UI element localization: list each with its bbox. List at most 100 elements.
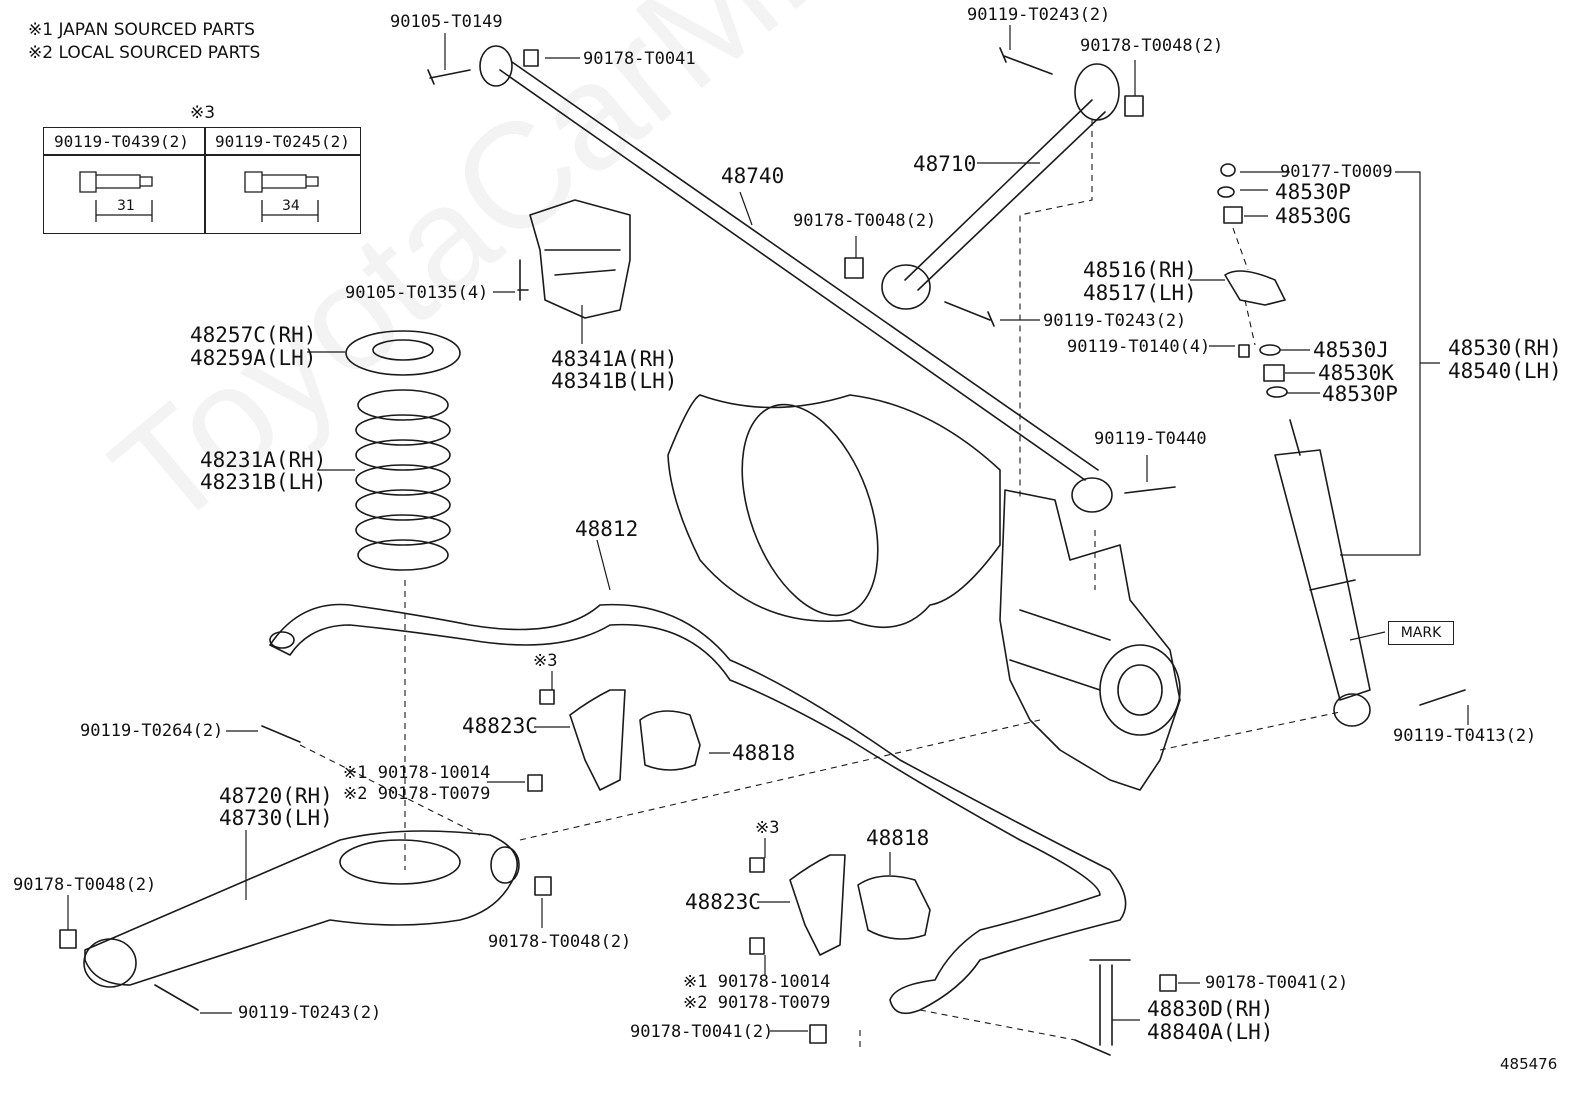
table-right-header: 90119-T0245(2) <box>215 132 350 151</box>
label-90178-T0048-top: 90178-T0048(2) <box>1080 36 1224 56</box>
shock-eye <box>1333 693 1371 727</box>
label-90119-T0413: 90119-T0413(2) <box>1393 726 1537 746</box>
bolt-90119-T0264 <box>261 725 301 743</box>
note-japan-sourced: ※1 JAPAN SOURCED PARTS <box>28 20 255 40</box>
label-90178-T0079-a: ※2 90178-T0079 <box>343 784 491 804</box>
label-48730: 48730(LH) <box>219 806 333 830</box>
upper-arm <box>904 99 1106 291</box>
label-48720: 48720(RH) <box>219 784 333 808</box>
label-48530K: 48530K <box>1318 361 1394 385</box>
label-48540LH: 48540(LH) <box>1448 359 1562 383</box>
shock-absorber <box>1274 419 1371 701</box>
nut-90178-T0048-top <box>1124 95 1144 117</box>
label-48823C-b: 48823C <box>685 890 761 914</box>
label-90105-T0149: 90105-T0149 <box>390 12 503 32</box>
mark-callout: MARK <box>1388 621 1454 645</box>
label-48710: 48710 <box>913 152 977 176</box>
label-90119-T0243-top: 90119-T0243(2) <box>967 5 1111 25</box>
lateral-rod-bush-top <box>479 45 513 87</box>
bolt-90119-T0243-bot <box>154 984 199 1011</box>
label-90178-T0048-left: 90178-T0048(2) <box>13 875 157 895</box>
label-48530P-top: 48530P <box>1275 180 1351 204</box>
label-90119-T0264: 90119-T0264(2) <box>80 721 224 741</box>
lower-control-arm <box>84 830 518 986</box>
label-90178-T0048-mid: 90178-T0048(2) <box>793 211 937 231</box>
upper-arm-bush-top <box>1074 63 1120 121</box>
label-90119-T0243-bottom: 90119-T0243(2) <box>238 1003 382 1023</box>
label-90178-T0041-bottom: 90178-T0041(2) <box>630 1022 774 1042</box>
lateral-rod-bush-bottom <box>1071 477 1113 513</box>
label-48516: 48516(RH) <box>1083 258 1197 282</box>
table-header-divider <box>44 154 360 156</box>
axle-housing <box>667 394 1001 628</box>
label-48257C: 48257C(RH) <box>190 323 317 347</box>
label-48530RH: 48530(RH) <box>1448 336 1562 360</box>
lower-arm-bush-front <box>83 938 137 988</box>
label-48818-a: 48818 <box>732 741 796 765</box>
bolt-90119-T0413 <box>1419 689 1466 706</box>
bolt-90119-T0440 <box>1124 486 1176 494</box>
label-ref3-a: ※3 <box>533 651 558 671</box>
label-90178-10014-b: ※1 90178-10014 <box>683 972 831 992</box>
axle-bowl <box>741 403 879 617</box>
label-48840A: 48840A(LH) <box>1147 1020 1274 1044</box>
axle-end-knuckle <box>999 489 1181 791</box>
label-90119-T0243-mid: 90119-T0243(2) <box>1043 311 1187 331</box>
bolt-90119-T0243-top <box>999 47 1053 75</box>
stabilizer-bar <box>269 603 1127 1015</box>
label-48341A: 48341A(RH) <box>551 347 678 371</box>
label-48517: 48517(LH) <box>1083 281 1197 305</box>
table-column-divider <box>204 128 206 233</box>
label-48823C-a: 48823C <box>462 714 538 738</box>
stabilizer-bush-a <box>639 710 701 771</box>
label-90177-T0009: 90177-T0009 <box>1280 162 1393 182</box>
shock-upper-mount <box>1224 270 1286 306</box>
label-90119-T0140: 90119-T0140(4) <box>1067 337 1211 357</box>
label-90105-T0135: 90105-T0135(4) <box>345 283 489 303</box>
label-48530G: 48530G <box>1275 204 1351 228</box>
label-48231B: 48231B(LH) <box>200 470 327 494</box>
nut-90178-T0048-mid <box>844 257 864 279</box>
bump-stopper-bracket <box>529 199 631 319</box>
label-48830D: 48830D(RH) <box>1147 997 1274 1021</box>
table-right-dimension: 34 <box>282 198 300 214</box>
stabilizer-bracket-b <box>789 854 846 956</box>
bolt-90105-T0149 <box>427 69 471 85</box>
label-48812: 48812 <box>575 517 639 541</box>
hub <box>1099 644 1181 736</box>
label-90178-T0041-top: 90178-T0041 <box>583 49 696 69</box>
stabilizer-bush-b <box>857 875 931 940</box>
label-48231A: 48231A(RH) <box>200 448 327 472</box>
lateral-rod <box>499 61 1099 481</box>
label-48259A: 48259A(LH) <box>190 346 317 370</box>
table-left-dimension: 31 <box>117 198 135 214</box>
label-48530J: 48530J <box>1313 338 1389 362</box>
upper-arm-bush-bottom <box>881 264 931 310</box>
lower-arm-bush-rear <box>490 846 520 884</box>
spring-seat <box>345 330 461 376</box>
table-left-header: 90119-T0439(2) <box>54 132 189 151</box>
note-local-sourced: ※2 LOCAL SOURCED PARTS <box>28 43 261 63</box>
label-90178-10014-a: ※1 90178-10014 <box>343 763 491 783</box>
label-ref3-b: ※3 <box>755 818 780 838</box>
label-48341B: 48341B(LH) <box>551 369 678 393</box>
label-90178-T0079-b: ※2 90178-T0079 <box>683 993 831 1013</box>
nut-90178-T0048-low <box>534 876 552 896</box>
stabilizer-link <box>1074 959 1131 1056</box>
bolt-90119-T0243-mid <box>944 301 995 327</box>
label-48530P-bottom: 48530P <box>1322 382 1398 406</box>
note-ref3: ※3 <box>190 103 216 123</box>
nut-90178-T0048-left <box>59 929 77 949</box>
label-90119-T0440: 90119-T0440 <box>1094 429 1207 449</box>
coil-spring <box>355 389 451 571</box>
stabilizer-bracket-a <box>569 689 626 791</box>
bolt-length-table: 90119-T0439(2) 90119-T0245(2) 31 34 <box>43 127 361 234</box>
label-90178-T0041-right: 90178-T0041(2) <box>1205 973 1349 993</box>
bolt-table-drawings <box>79 171 319 222</box>
label-48818-b: 48818 <box>866 826 930 850</box>
label-48740: 48740 <box>721 164 785 188</box>
label-90178-T0048-low: 90178-T0048(2) <box>488 932 632 952</box>
nut-90178-T0041-top <box>523 49 539 67</box>
